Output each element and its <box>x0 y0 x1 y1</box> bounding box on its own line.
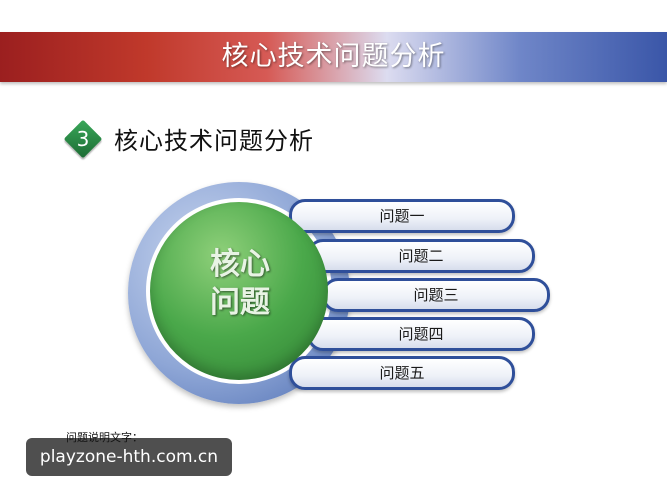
watermark: playzone-hth.com.cn <box>26 438 232 476</box>
problem-pill-3: 问题三 <box>322 278 550 312</box>
section-number-badge: 3 <box>63 119 103 159</box>
problem-pill-4: 问题四 <box>307 317 535 351</box>
problem-pill-5: 问题五 <box>289 356 515 390</box>
section-title: 核心技术问题分析 <box>114 127 314 155</box>
problem-label: 问题五 <box>379 364 425 382</box>
core-circle <box>150 202 328 380</box>
problem-label: 问题三 <box>413 286 459 304</box>
problem-label: 问题一 <box>379 207 425 225</box>
problem-label: 问题四 <box>398 325 444 343</box>
core-label-line-2: 问题 <box>210 285 270 320</box>
problem-pill-1: 问题一 <box>289 199 515 233</box>
core-label: 核心 问题 <box>190 246 290 322</box>
header-banner: 核心技术问题分析 <box>0 32 667 82</box>
watermark-text: playzone-hth.com.cn <box>39 447 219 467</box>
banner-title: 核心技术问题分析 <box>221 41 446 72</box>
core-label-line-1: 核心 <box>210 247 270 282</box>
problem-pill-2: 问题二 <box>307 239 535 273</box>
section-number: 3 <box>76 127 90 151</box>
problem-label: 问题二 <box>398 247 444 265</box>
